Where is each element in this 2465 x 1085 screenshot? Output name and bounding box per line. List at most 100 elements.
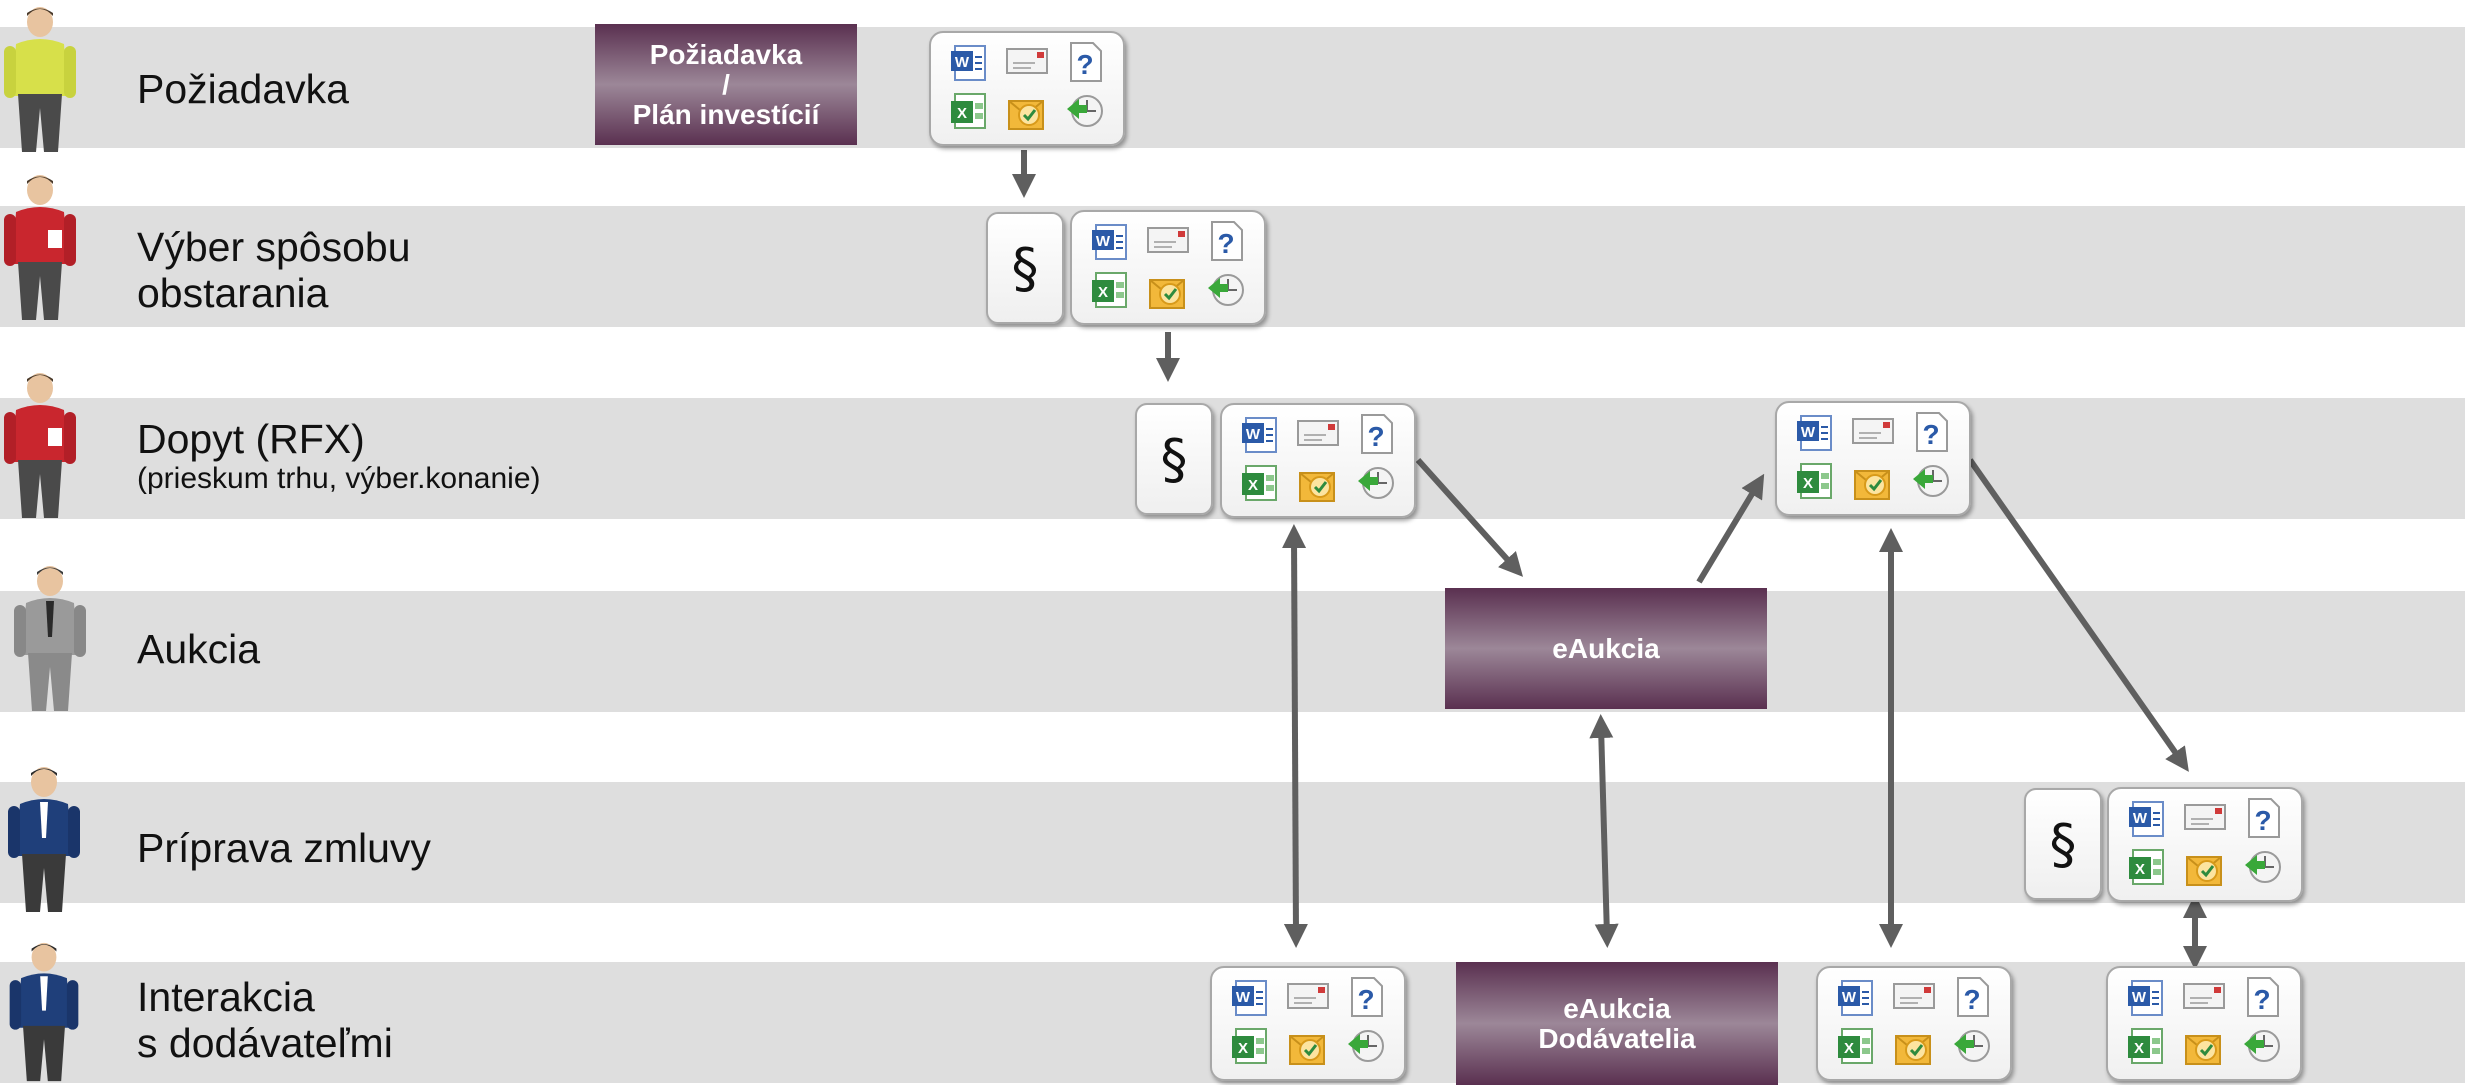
arrow-eauction-suppliers xyxy=(1589,714,1619,948)
word-icon: W xyxy=(951,45,986,81)
outlook-icon xyxy=(2185,1035,2221,1065)
toolbox-suppliers-2: W ? X xyxy=(1816,966,2012,1081)
svg-text:?: ? xyxy=(1217,228,1234,259)
email-icon xyxy=(2183,983,2225,1009)
svg-text:W: W xyxy=(1842,989,1857,1006)
excel-icon: X xyxy=(1232,1028,1267,1064)
workflow-icon xyxy=(1358,467,1394,499)
email-icon xyxy=(1147,227,1189,253)
person-blue-icon xyxy=(9,942,79,1082)
help-icon: ? xyxy=(1211,221,1243,261)
request-plan-box: Požiadavka / Plán investícií xyxy=(595,24,857,145)
help-icon: ? xyxy=(1361,414,1393,454)
svg-text:W: W xyxy=(955,54,970,71)
lane-label-priprava: Príprava zmluvy xyxy=(137,825,431,871)
word-icon: W xyxy=(2129,801,2164,837)
svg-text:?: ? xyxy=(1357,984,1374,1015)
svg-text:W: W xyxy=(1246,426,1261,443)
help-icon: ? xyxy=(1070,42,1102,82)
svg-text:W: W xyxy=(1096,233,1111,250)
svg-text:X: X xyxy=(1248,477,1258,494)
excel-icon: X xyxy=(1797,463,1832,499)
toolbox-rfx-2: W ? X xyxy=(1775,401,1971,516)
lane-aukcia xyxy=(0,591,2465,712)
word-icon: W xyxy=(1092,224,1127,260)
person-gray-icon xyxy=(14,566,86,711)
workflow-icon xyxy=(1913,465,1949,497)
word-icon: W xyxy=(1838,980,1873,1016)
svg-text:X: X xyxy=(957,105,967,122)
toolbox-selection: W ? X xyxy=(1070,210,1266,325)
email-icon xyxy=(2184,804,2226,830)
email-icon xyxy=(1893,983,1935,1009)
excel-icon: X xyxy=(951,93,986,129)
svg-text:X: X xyxy=(1803,475,1813,492)
svg-text:W: W xyxy=(2133,810,2148,827)
workflow-icon xyxy=(2244,1030,2280,1062)
outlook-icon xyxy=(1895,1035,1931,1065)
svg-text:X: X xyxy=(1238,1040,1248,1057)
excel-icon: X xyxy=(1838,1028,1873,1064)
svg-text:X: X xyxy=(1098,284,1108,301)
lane-label-dopyt: Dopyt (RFX) (prieskum trhu, výber.konani… xyxy=(137,416,541,495)
word-icon: W xyxy=(1232,980,1267,1016)
help-icon: ? xyxy=(1351,977,1383,1017)
eauction-suppliers-box: eAukcia Dodávatelia xyxy=(1456,962,1778,1085)
excel-icon: X xyxy=(1242,465,1277,501)
excel-icon: X xyxy=(1092,272,1127,308)
svg-text:W: W xyxy=(2132,989,2147,1006)
lane-label-aukcia: Aukcia xyxy=(137,626,261,672)
svg-text:?: ? xyxy=(1076,49,1093,80)
lane-poziadavka xyxy=(0,27,2465,148)
eauction-box: eAukcia xyxy=(1445,588,1767,709)
outlook-icon xyxy=(1149,279,1185,309)
outlook-icon xyxy=(1289,1035,1325,1065)
paragraph-box-contract: § xyxy=(2024,788,2102,900)
svg-text:X: X xyxy=(2135,861,2145,878)
excel-icon: X xyxy=(2129,849,2164,885)
lane-sublabel-dopyt: (prieskum trhu, výber.konanie) xyxy=(137,462,541,495)
word-icon: W xyxy=(1797,415,1832,451)
arrow-rfx-suppliers-1 xyxy=(1282,524,1308,948)
paragraph-box-rfx: § xyxy=(1135,403,1213,515)
svg-text:?: ? xyxy=(2253,984,2270,1015)
excel-icon: X xyxy=(2128,1028,2163,1064)
outlook-icon xyxy=(2186,856,2222,886)
svg-text:W: W xyxy=(1236,989,1251,1006)
help-icon: ? xyxy=(2247,977,2279,1017)
arrow-rfx-to-contract xyxy=(1967,458,2189,772)
workflow-icon xyxy=(1208,274,1244,306)
help-icon: ? xyxy=(2248,798,2280,838)
outlook-icon xyxy=(1299,472,1335,502)
paragraph-box-selection: § xyxy=(986,212,1064,324)
workflow-icon xyxy=(1348,1030,1384,1062)
svg-text:?: ? xyxy=(1922,419,1939,450)
svg-text:?: ? xyxy=(2254,805,2271,836)
lane-label-poziadavka: Požiadavka xyxy=(137,66,349,112)
outlook-icon xyxy=(1008,100,1044,130)
help-icon: ? xyxy=(1916,412,1948,452)
arrow-rfx-to-eauction xyxy=(1415,457,1524,577)
toolbox-request: W ? X xyxy=(929,31,1125,146)
workflow-icon xyxy=(2245,851,2281,883)
workflow-icon xyxy=(1067,95,1103,127)
person-blue-icon xyxy=(8,767,80,912)
toolbox-suppliers-3: W ? X xyxy=(2106,966,2302,1081)
arrow-eauction-to-rfx xyxy=(1696,473,1765,584)
svg-text:X: X xyxy=(2134,1040,2144,1057)
svg-text:W: W xyxy=(1801,424,1816,441)
email-icon xyxy=(1297,420,1339,446)
person-red-icon xyxy=(4,373,76,518)
email-icon xyxy=(1006,48,1048,74)
help-icon: ? xyxy=(1957,977,1989,1017)
outlook-icon xyxy=(1854,470,1890,500)
svg-text:?: ? xyxy=(1963,984,1980,1015)
toolbox-contract: W ? X xyxy=(2107,787,2303,902)
person-red-icon xyxy=(4,175,76,320)
svg-text:X: X xyxy=(1844,1040,1854,1057)
svg-text:?: ? xyxy=(1367,421,1384,452)
toolbox-rfx-1: W ? X xyxy=(1220,403,1416,518)
